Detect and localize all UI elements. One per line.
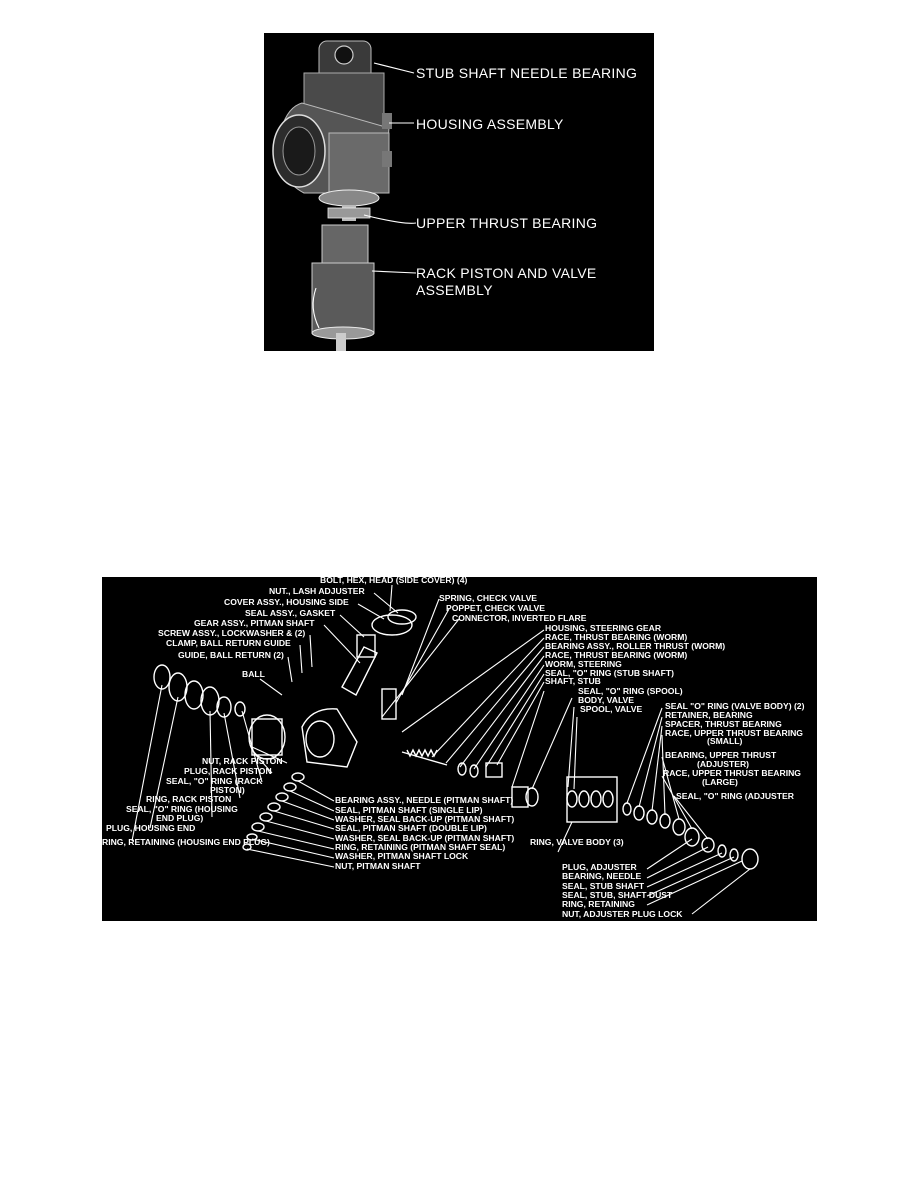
label-stub-shaft-needle-bearing: STUB SHAFT NEEDLE BEARING [416,65,637,81]
label-race-thrust-bearing-worm-1: RACE, THRUST BEARING (WORM) [545,632,687,642]
label-race-thrust-bearing-worm-2: RACE, THRUST BEARING (WORM) [545,650,687,660]
label-race-upper-thrust-bearing-large: RACE, UPPER THRUST BEARING [663,768,801,778]
label-end-plug: END PLUG) [156,813,203,823]
label-bearing-needle: BEARING, NEEDLE [562,871,642,881]
label-gear-assy-pitman-shaft: GEAR ASSY., PITMAN SHAFT [194,618,315,628]
label-nut-pitman-shaft: NUT, PITMAN SHAFT [335,861,421,871]
housing-assembly-photo: STUB SHAFT NEEDLE BEARING HOUSING ASSEMB… [264,33,654,351]
label-seal-o-ring-spool: SEAL, "O" RING (SPOOL) [578,686,683,696]
label-assembly: ASSEMBLY [416,282,493,298]
label-large: (LARGE) [702,777,738,787]
label-body-valve: BODY, VALVE [578,695,634,705]
label-poppet-check-valve: POPPET, CHECK VALVE [446,603,545,613]
label-ring-retaining-pitman: RING, RETAINING (PITMAN SHAFT SEAL) [335,842,505,852]
label-seal-assy-gasket: SEAL ASSY., GASKET [245,608,336,618]
label-seal-o-ring-adjuster: SEAL, "O" RING (ADJUSTER [676,791,795,801]
label-washer-pitman-lock: WASHER, PITMAN SHAFT LOCK [335,851,469,861]
label-shaft-stub: SHAFT, STUB [545,676,601,686]
label-piston: PISTON) [210,785,245,795]
label-housing-steering-gear: HOUSING, STEERING GEAR [545,623,662,633]
label-adjuster: (ADJUSTER) [697,759,749,769]
label-seal-pitman-single-lip: SEAL, PITMAN SHAFT (SINGLE LIP) [335,805,483,815]
label-seal-stub-shaft: SEAL, STUB SHAFT [562,881,645,891]
label-guide-ball-return: GUIDE, BALL RETURN (2) [178,650,284,660]
label-race-upper-thrust-bearing-small: RACE, UPPER THRUST BEARING [665,728,803,738]
label-seal-o-ring-rack: SEAL, "O" RING (RACK [166,776,263,786]
leader-lines [131,584,751,915]
label-clamp-ball-return-guide: CLAMP, BALL RETURN GUIDE [166,638,291,648]
label-plug-rack-piston: PLUG, RACK PISTON [184,766,272,776]
label-ring-retaining-housing-end-plug: RING, RETAINING (HOUSING END PLUG) [102,837,270,847]
exploded-view-drawing: BOLT, HEX, HEAD (SIDE COVER) (4) NUT., L… [102,577,805,919]
label-upper-thrust-bearing: UPPER THRUST BEARING [416,215,597,231]
label-seal-stub-shaft-dust: SEAL, STUB, SHAFT DUST [562,890,673,900]
label-washer-seal-backup-2: WASHER, SEAL BACK-UP (PITMAN SHAFT) [335,833,514,843]
label-retainer-bearing: RETAINER, BEARING [665,710,753,720]
label-seal-pitman-double-lip: SEAL, PITMAN SHAFT (DOUBLE LIP) [335,823,487,833]
label-connector-inverted-flare: CONNECTOR, INVERTED FLARE [452,613,587,623]
label-ring-retaining: RING, RETAINING [562,899,635,909]
label-worm-steering: WORM, STEERING [545,659,622,669]
label-bearing-assy-needle-pitman: BEARING ASSY., NEEDLE (PITMAN SHAFT) [335,795,513,805]
label-nut-lash-adjuster: NUT., LASH ADJUSTER [269,586,365,596]
label-seal-o-ring-stub-shaft: SEAL, "O" RING (STUB SHAFT) [545,668,674,678]
label-nut-adjuster-plug-lock: NUT, ADJUSTER PLUG LOCK [562,909,683,919]
label-rack-piston-and-valve: RACK PISTON AND VALVE [416,265,597,281]
label-bearing-assy-roller-thrust: BEARING ASSY., ROLLER THRUST (WORM) [545,641,725,651]
label-plug-housing-end: PLUG, HOUSING END [106,823,195,833]
label-nut-rack-piston: NUT, RACK PISTON [202,756,283,766]
label-spring-check-valve: SPRING, CHECK VALVE [439,593,537,603]
label-washer-seal-backup-1: WASHER, SEAL BACK-UP (PITMAN SHAFT) [335,814,514,824]
exploded-view-diagram: BOLT, HEX, HEAD (SIDE COVER) (4) NUT., L… [102,577,817,921]
label-plug-adjuster: PLUG, ADJUSTER [562,862,637,872]
housing-assembly-drawing: STUB SHAFT NEEDLE BEARING HOUSING ASSEMB… [272,40,637,351]
label-screw-assy-lockwasher: SCREW ASSY., LOCKWASHER & (2) [158,628,305,638]
label-seal-o-ring-valve-body: SEAL "O" RING (VALVE BODY) (2) [665,701,805,711]
housing-illustration [272,40,392,351]
label-spool-valve: SPOOL, VALVE [580,704,643,714]
label-ring-rack-piston: RING, RACK PISTON [146,794,231,804]
label-spacer-thrust-bearing: SPACER, THRUST BEARING [665,719,782,729]
label-housing-assembly: HOUSING ASSEMBLY [416,116,564,132]
label-bolt-hex-head: BOLT, HEX, HEAD (SIDE COVER) (4) [320,577,468,585]
label-small: (SMALL) [707,736,742,746]
label-ring-valve-body: RING, VALVE BODY (3) [530,837,624,847]
label-seal-o-ring-housing: SEAL, "O" RING (HOUSING [126,804,238,814]
label-ball: BALL [242,669,265,679]
label-cover-assy-housing-side: COVER ASSY., HOUSING SIDE [224,597,349,607]
label-bearing-upper-thrust: BEARING, UPPER THRUST [665,750,777,760]
